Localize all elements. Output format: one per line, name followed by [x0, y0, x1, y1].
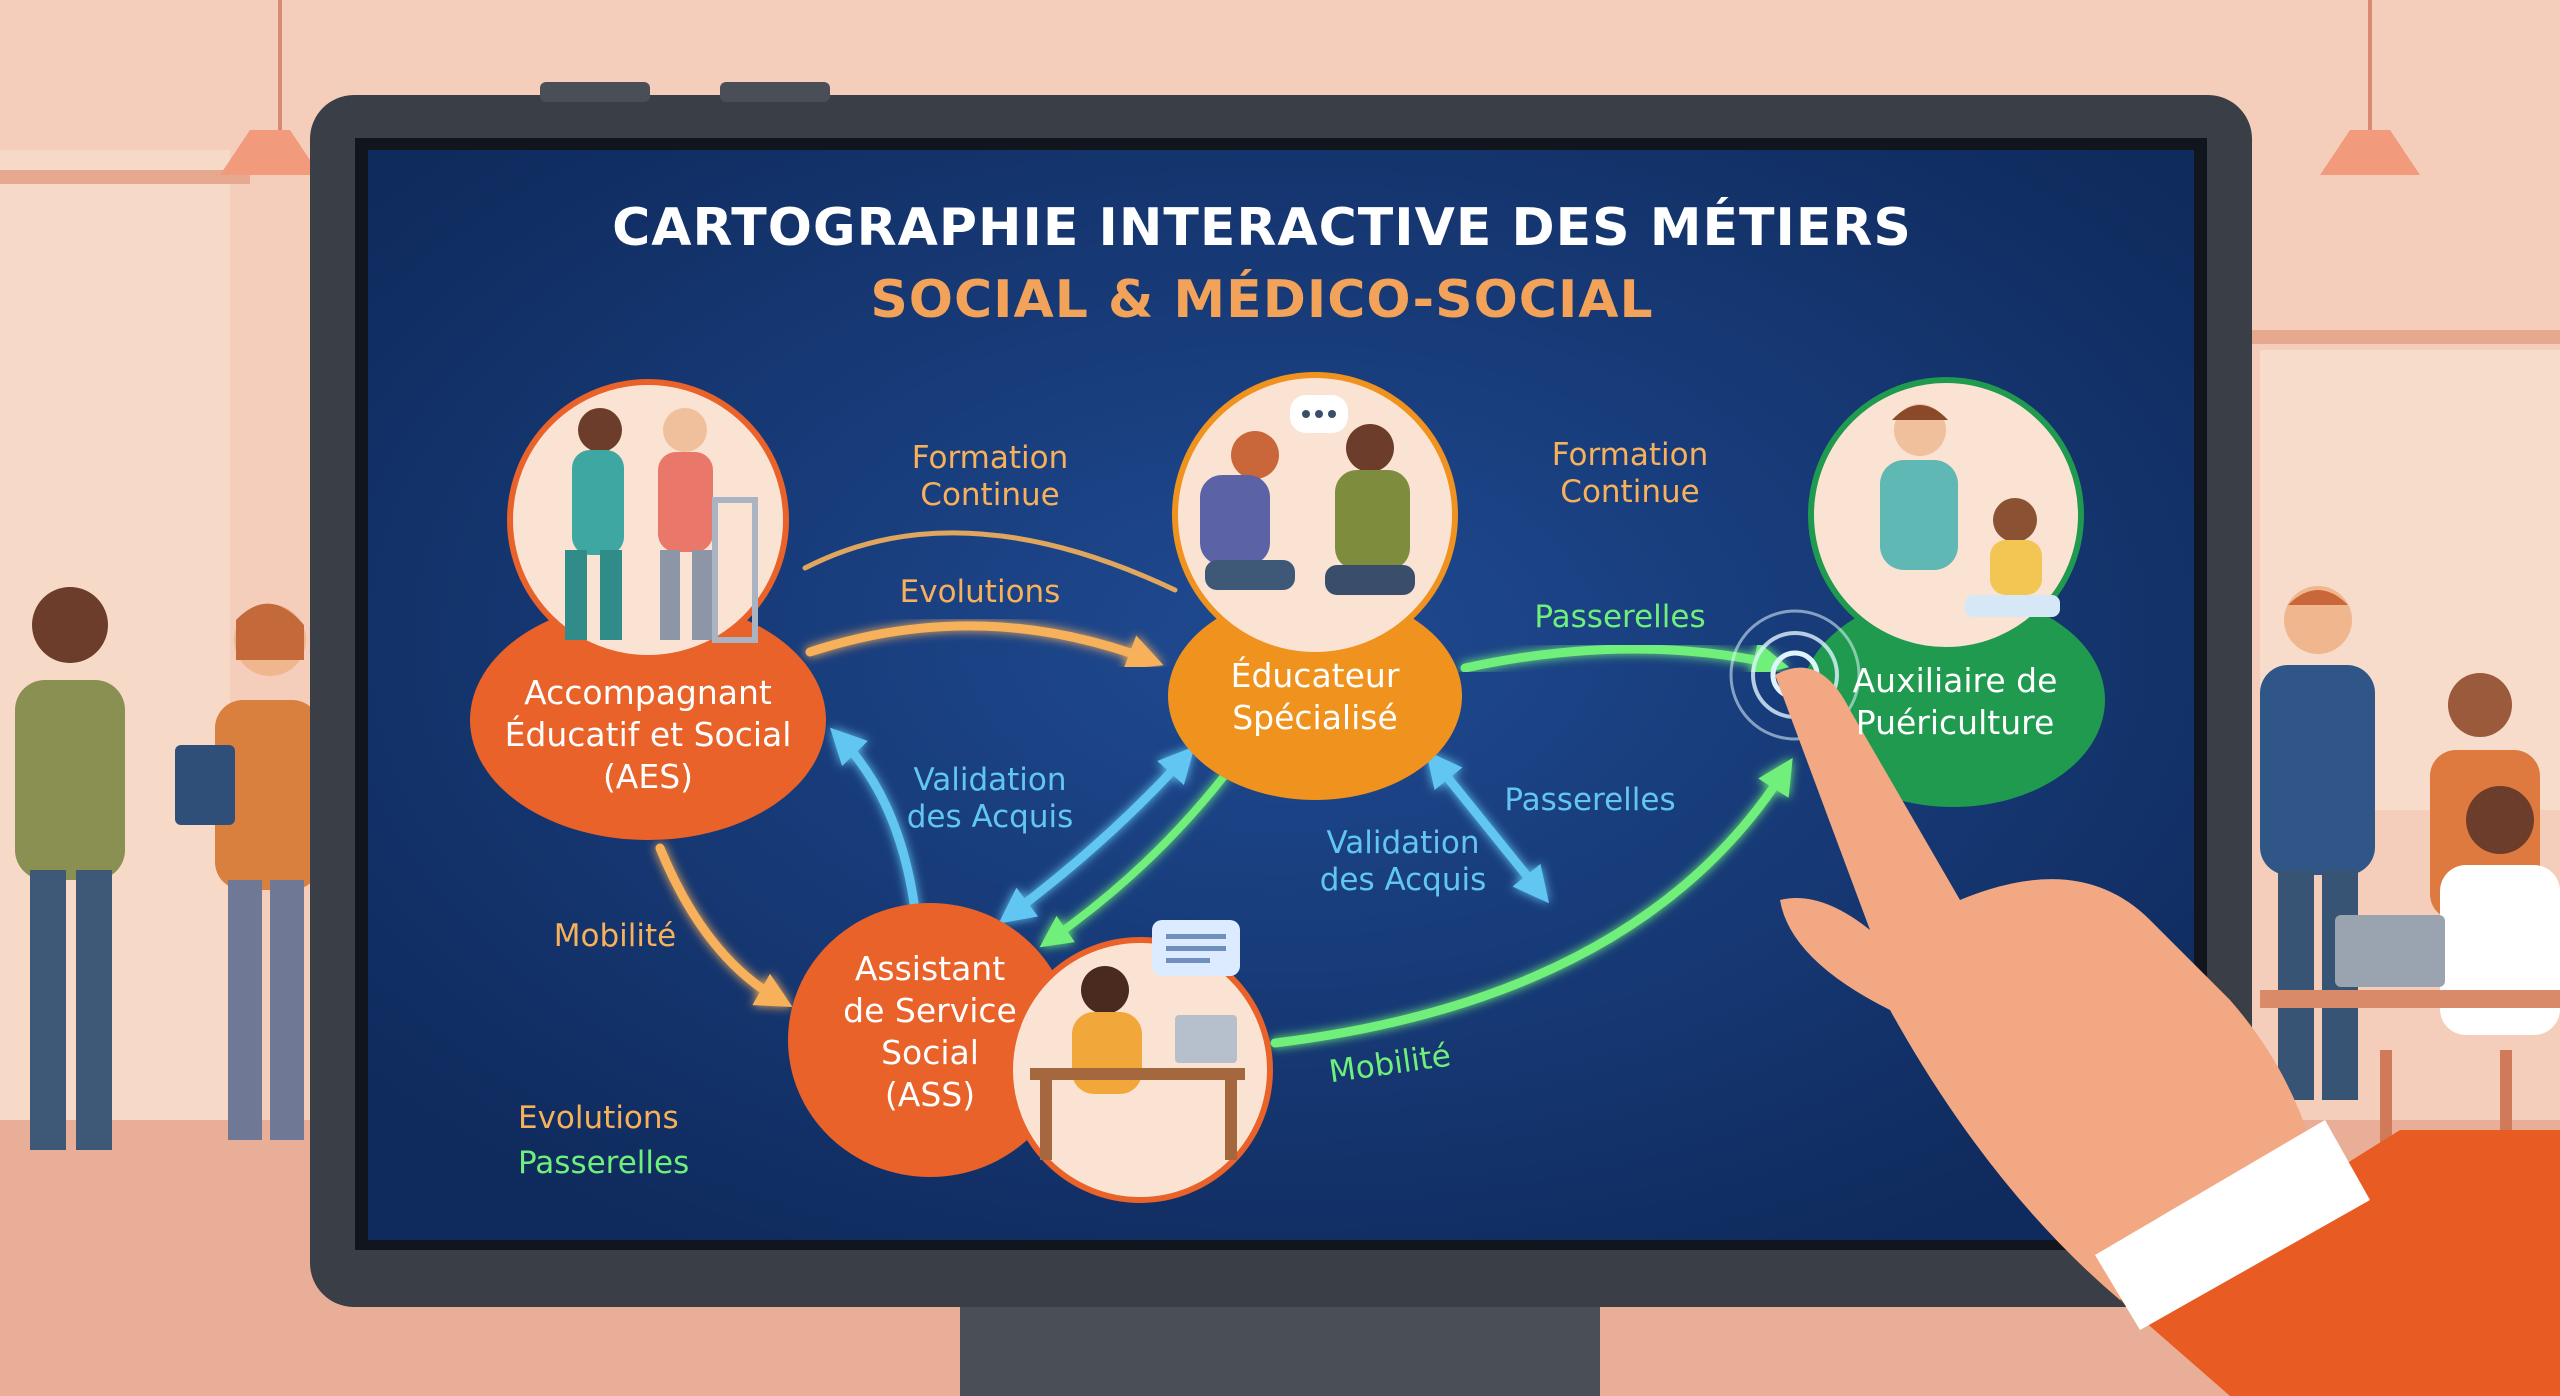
edge-label-mobilite-left: Mobilité — [553, 918, 677, 954]
node-label-aes[interactable]: Accompagnant Éducatif et Social (AES) — [504, 673, 792, 796]
node-label-educateur[interactable]: Éducateur Spécialisé — [1230, 656, 1400, 737]
node-auxiliaire[interactable] — [1801, 377, 2105, 807]
edge-passerelles-top — [1460, 641, 1790, 677]
legend-label-evolutions: Evolutions — [518, 1100, 679, 1136]
tablet-stand — [960, 1290, 1600, 1396]
legend — [425, 1102, 501, 1179]
edge-label-formation-1: Formation Continue — [911, 440, 1069, 513]
cuff — [2095, 1120, 2370, 1330]
edge-validation-2 — [998, 746, 1195, 924]
laptop-screen-icon — [1175, 1015, 1237, 1063]
edge-mobilite-bottom — [1270, 757, 1793, 1048]
edge-label-validation-1: Validation des Acquis — [906, 762, 1074, 835]
edge-label-validation-2: Validation des Acquis — [1319, 825, 1487, 898]
edge-mobilite-left — [655, 843, 793, 1008]
tablet-icon — [175, 745, 235, 825]
edge-passerelles-es-ass — [1039, 771, 1229, 948]
edge-evolutions — [805, 621, 1164, 670]
page-title: CARTOGRAPHIE INTERACTIVE DES MÉTIERS — [612, 198, 1912, 258]
pointing-hand — [1775, 667, 2560, 1396]
edge-label-evolutions: Evolutions — [899, 574, 1061, 610]
aes-illustration — [507, 379, 789, 661]
ceiling-lamp-right — [2320, 130, 2420, 175]
edge-label-passerelles-mid: Passerelles — [1504, 782, 1676, 818]
edges — [655, 504, 1805, 1048]
touch-indicator — [1729, 609, 1861, 741]
page-subtitle: SOCIAL & MÉDICO-SOCIAL — [870, 270, 1654, 330]
edge-formation-1 — [802, 530, 1178, 593]
node-label-ass[interactable]: Assistant de Service Social (ASS) — [843, 949, 1017, 1114]
node-educateur[interactable] — [1168, 372, 1462, 800]
sleeve — [2120, 1130, 2560, 1396]
legend-label-passerelles: Passerelles — [518, 1145, 690, 1181]
edge-label-passerelles-top: Passerelles — [1534, 599, 1706, 635]
node-aes[interactable] — [470, 379, 826, 840]
people-right — [2260, 586, 2560, 1170]
nodes — [470, 372, 2105, 1203]
node-label-auxiliaire[interactable]: Auxiliaire de Puériculture — [1852, 661, 2058, 742]
laptop-icon — [2335, 915, 2445, 987]
edge-passerelles-mid — [1425, 750, 1550, 904]
desk-icon — [1030, 1068, 1245, 1080]
walker-icon — [712, 497, 758, 643]
edge-label-formation-2: Formation Continue — [1551, 437, 1709, 510]
edge-validation-1 — [829, 727, 920, 915]
ceiling-lamp-left — [220, 130, 320, 175]
node-ass[interactable] — [788, 903, 1273, 1203]
people-left — [15, 587, 320, 1150]
